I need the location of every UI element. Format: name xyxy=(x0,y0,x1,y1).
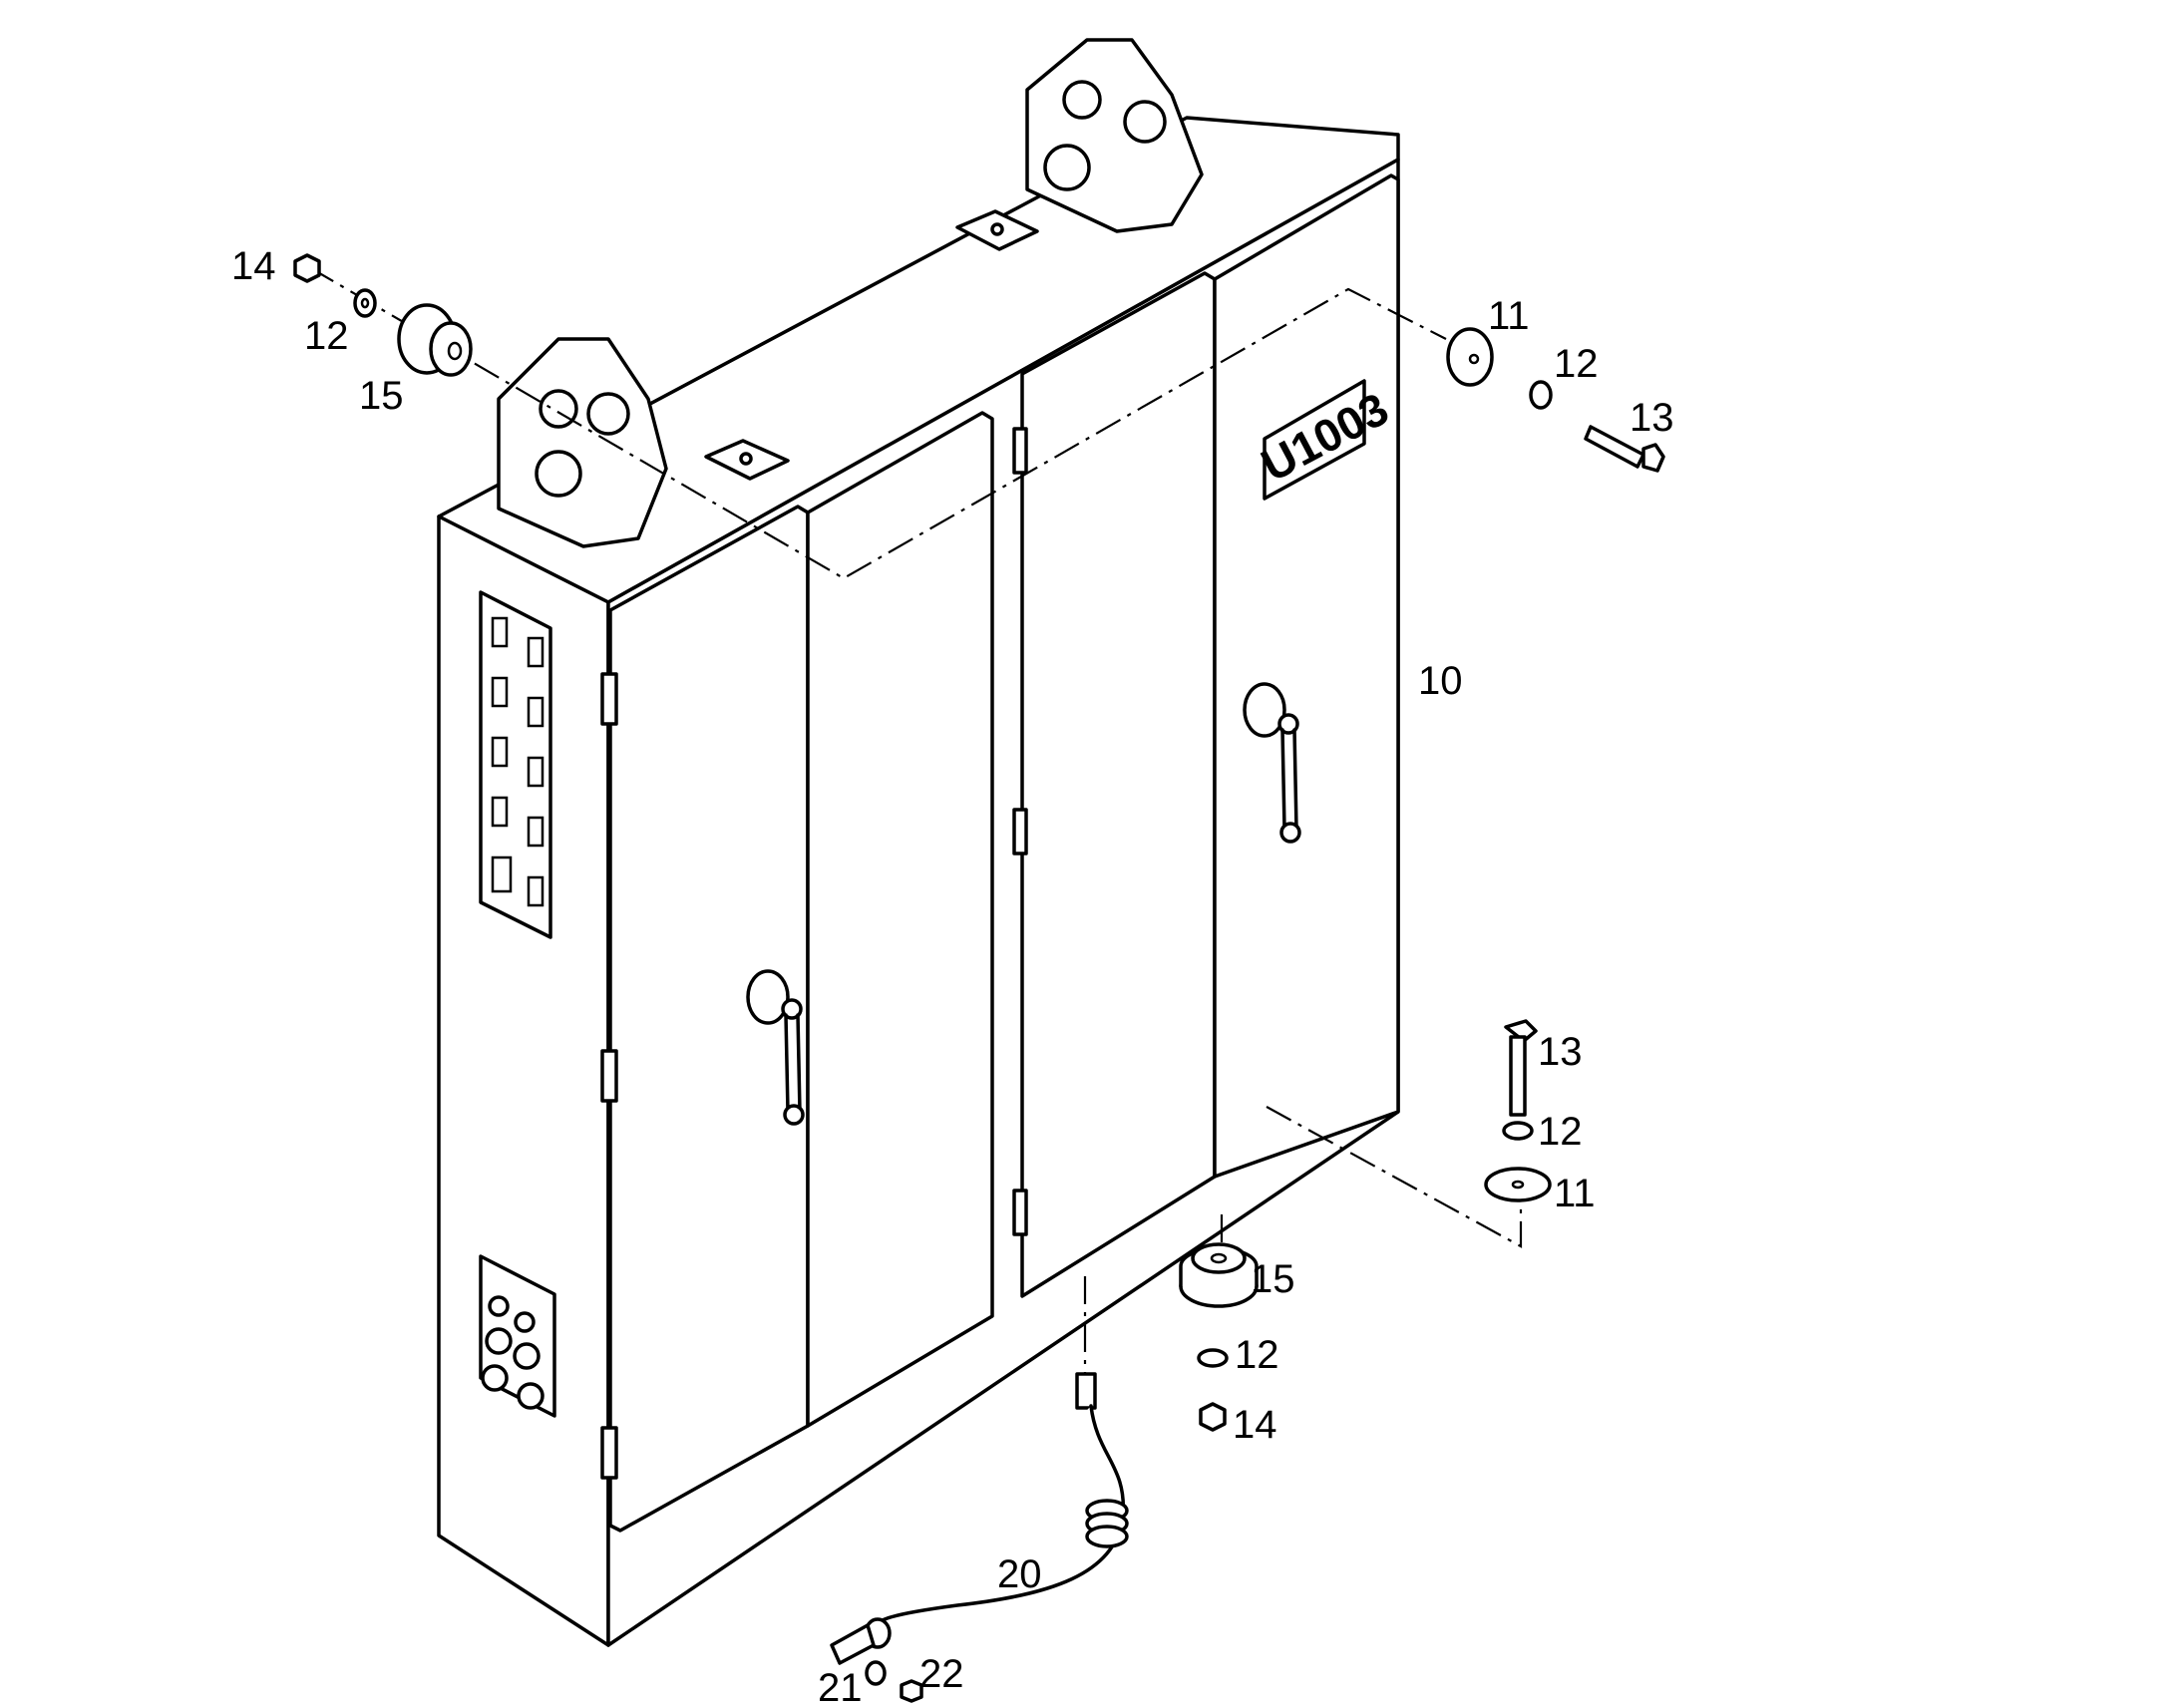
top-mounting-pad xyxy=(955,209,1039,251)
hinge xyxy=(1012,427,1028,475)
callout-13: 13 xyxy=(1630,396,1674,440)
hex-bolt xyxy=(1584,425,1665,473)
door-handle-right xyxy=(1243,682,1301,844)
lock-washer xyxy=(353,288,377,318)
hex-nut xyxy=(293,253,321,283)
lock-washer xyxy=(1529,380,1553,410)
door-panel-4 xyxy=(1213,173,1400,1179)
callout-21: 21 xyxy=(818,1666,863,1708)
callout-11: 11 xyxy=(1554,1172,1596,1215)
rubber-mount xyxy=(397,303,473,377)
callout-labels: 14 12 15 11 12 13 10 13 12 11 15 12 14 2… xyxy=(231,244,1674,1708)
rubber-mount xyxy=(1179,1242,1259,1308)
lock-washer xyxy=(1197,1348,1229,1368)
callout-10: 10 xyxy=(1418,659,1463,703)
callout-15: 15 xyxy=(359,374,404,418)
hex-bolt xyxy=(1504,1019,1538,1117)
lock-washer xyxy=(1502,1121,1534,1141)
lifting-lug-front xyxy=(497,337,668,548)
callout-12: 12 xyxy=(1235,1333,1279,1377)
flat-washer xyxy=(1484,1167,1552,1202)
hinge xyxy=(600,672,618,726)
lock-washer xyxy=(865,1660,887,1686)
hex-nut xyxy=(1199,1402,1227,1432)
callout-12: 12 xyxy=(1554,342,1599,386)
callout-20: 20 xyxy=(997,1552,1042,1596)
flat-washer xyxy=(1446,327,1494,387)
callout-14: 14 xyxy=(231,244,276,288)
hex-nut xyxy=(900,1679,923,1703)
hinge xyxy=(600,1426,618,1480)
callout-12: 12 xyxy=(304,314,349,358)
ground-cable xyxy=(830,1372,1129,1665)
hinge xyxy=(600,1049,618,1103)
callout-11: 11 xyxy=(1488,294,1530,338)
door-panel-3 xyxy=(1020,271,1217,1298)
hinge xyxy=(1012,808,1028,855)
hinge xyxy=(1012,1189,1028,1236)
callout-22: 22 xyxy=(919,1652,964,1696)
side-terminal-panel xyxy=(479,590,552,939)
callout-13: 13 xyxy=(1538,1030,1583,1074)
cable-gland-panel xyxy=(479,1254,556,1418)
top-mounting-pad xyxy=(704,439,790,481)
callout-14: 14 xyxy=(1233,1403,1277,1447)
callout-15: 15 xyxy=(1251,1257,1295,1301)
cabinet-doors: U1003 xyxy=(600,173,1400,1533)
callout-12: 12 xyxy=(1538,1110,1583,1154)
cable-lug xyxy=(830,1617,892,1665)
lifting-lug-rear xyxy=(1025,38,1204,233)
cable-strain-relief xyxy=(1085,1499,1129,1548)
door-panel-2 xyxy=(806,411,994,1428)
door-handle-left xyxy=(746,969,805,1126)
